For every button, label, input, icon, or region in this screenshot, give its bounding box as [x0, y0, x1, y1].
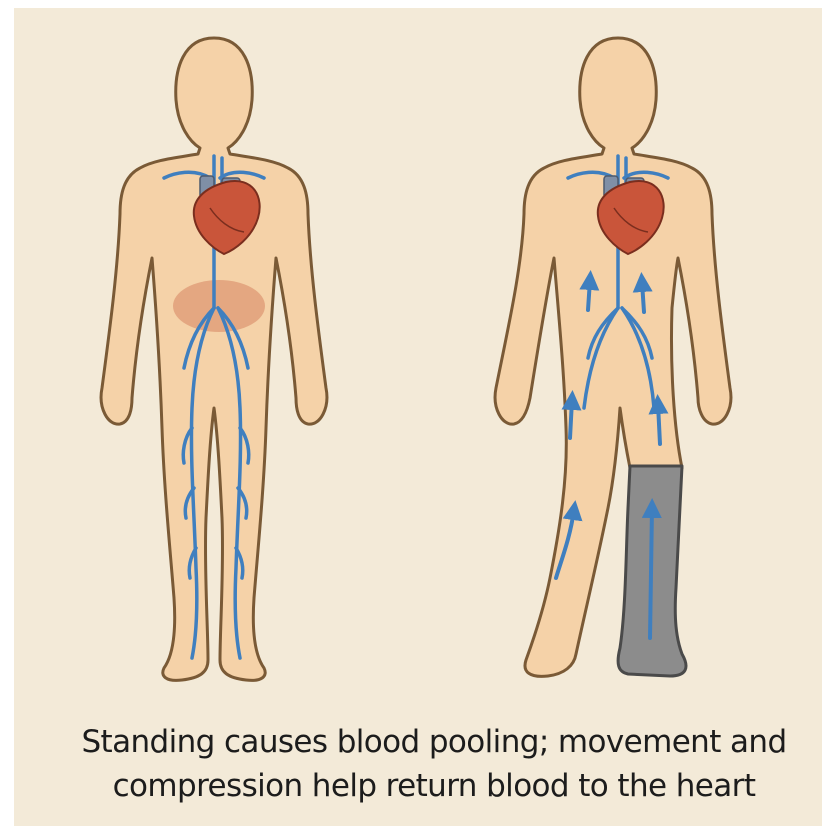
caption: Standing causes blood pooling; movement …: [54, 720, 814, 808]
moving-body: [495, 38, 731, 676]
caption-line-2: compression help return blood to the hea…: [54, 764, 814, 808]
flow-arrow-stocking: [650, 508, 652, 638]
flow-arrow-chest-left: [588, 280, 590, 310]
flow-arrow-hip-left: [570, 400, 572, 438]
illustration-frame: Standing causes blood pooling; movement …: [14, 8, 822, 826]
standing-figure: [101, 38, 327, 680]
flow-arrow-chest-right: [642, 282, 644, 312]
body-diagram: [14, 8, 822, 826]
moving-figure: [495, 38, 731, 676]
caption-line-1: Standing causes blood pooling; movement …: [54, 720, 814, 764]
blood-pooling-area: [173, 280, 265, 332]
standing-body: [101, 38, 327, 680]
flow-arrow-hip-right: [658, 404, 660, 444]
